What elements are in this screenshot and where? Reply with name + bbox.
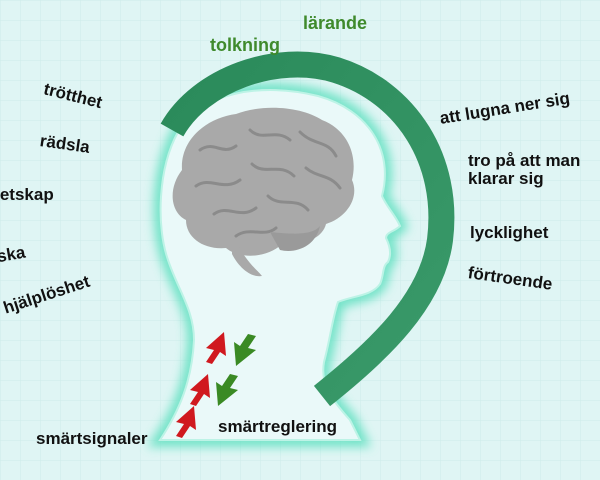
label-tro: tro på att man klarar sig: [468, 152, 598, 188]
label-smartsignaler: smärtsignaler: [36, 429, 148, 448]
label-larande: lärande: [303, 13, 368, 33]
label-tro-text: tro på att man klarar sig: [468, 151, 581, 188]
label-smartreglering: smärtreglering: [218, 417, 338, 436]
arrow-down-icon: [216, 334, 256, 406]
label-tolkning: tolkning: [210, 35, 280, 55]
brain-icon: [172, 107, 355, 277]
arrow-up-icon: [176, 332, 226, 438]
arc: [160, 51, 455, 407]
label-lycklighet: lycklighet: [470, 223, 549, 242]
label-ovetskap: ovetskap: [0, 185, 54, 204]
